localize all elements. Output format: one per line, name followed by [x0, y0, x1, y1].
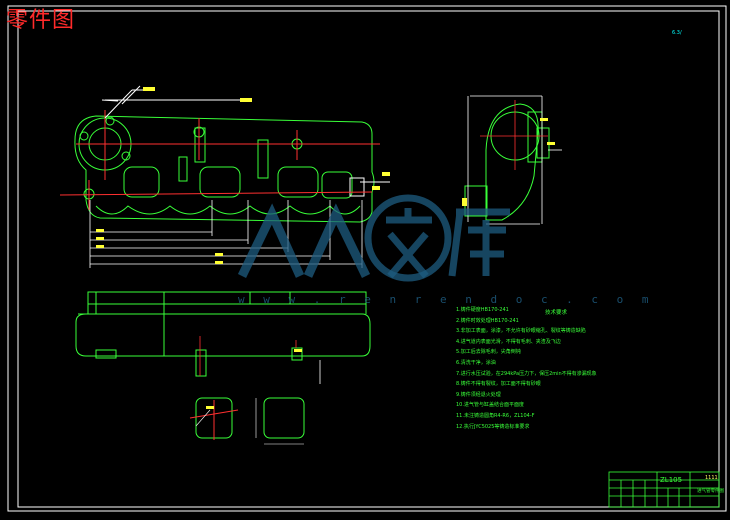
dim-tags [96, 229, 223, 264]
tech-req-title: 技术要求 [545, 310, 568, 316]
tech-requirement-item: 1.铸件硬度HB170-241 [456, 307, 509, 313]
outer-border [7, 5, 727, 512]
roughness-note: 6.3/ [672, 30, 682, 36]
inner-border [17, 10, 720, 508]
tech-requirement-item: 2.铸件时效处理HB170-241 [456, 317, 519, 324]
title-part-code: ZL105 [660, 476, 683, 484]
tech-requirements-list: 1.铸件硬度HB170-241 2.铸件时效处理HB170-241 3.非加工表面，… [456, 305, 606, 432]
watermark-url: w w w . r e n r e n d o c . c o m [238, 293, 655, 306]
front-dimensions [89, 200, 363, 268]
side-view [462, 95, 562, 225]
title-block [608, 471, 720, 508]
drawing-header-label: 零件图 [6, 8, 76, 33]
top-view [75, 291, 371, 384]
tech-requirement-item: 9.铸件须经退火处理 [456, 391, 501, 398]
section-a [189, 397, 239, 440]
tech-requirement-item: 4.进气道内表面光滑，不得有毛刺、夹渣及飞边 [456, 338, 561, 345]
title-part-name: 进气管零件图 [697, 489, 724, 494]
tech-requirement-item: 10.进气管与缸盖结合面平面度 [456, 402, 524, 409]
tech-requirement-item: 7.进行水压试验，在294kPa压力下，保压2min不得有渗漏现象 [456, 370, 597, 377]
title-number: 1111 [705, 475, 718, 481]
tech-requirement-item: 12.执行JYC5025等铸造标准要求 [456, 423, 530, 430]
tech-requirement-item: 5.加工后去除毛刺，尖角倒钝 [456, 349, 521, 356]
front-view [59, 85, 390, 223]
tech-requirement-item: 11.未注铸造圆角R4-R6，ZL104-F [456, 412, 535, 419]
tech-requirement-item: 8.铸件不得有裂纹，加工面不得有砂眼 [456, 381, 541, 388]
section-b [255, 397, 305, 445]
tech-requirement-item: 6.清洗干净，涂油 [456, 359, 496, 366]
tech-requirement-item: 3.非加工表面，涂漆，不允许有砂眼缩孔、裂纹等铸造缺陷 [456, 328, 586, 335]
